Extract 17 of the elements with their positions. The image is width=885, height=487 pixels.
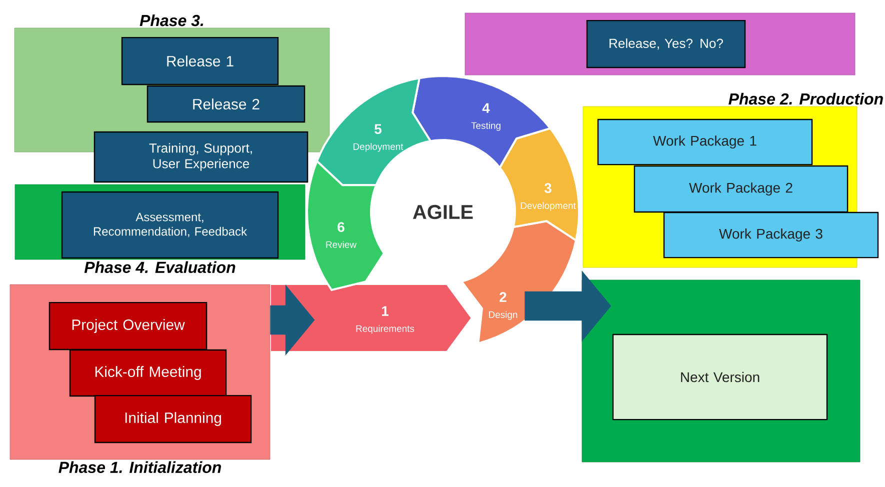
task-box: Project Overview — [48, 302, 208, 350]
task-box: Kick-off Meeting — [69, 349, 227, 397]
work-package-box: Work Package 1 — [597, 118, 813, 166]
node-label: Phase 2. Production — [728, 92, 883, 105]
release-box: Release 2 — [146, 85, 306, 123]
task-box: Assessment, Recommendation, Feedback — [61, 191, 279, 259]
release-box: Release 1 — [121, 36, 279, 86]
node-label: Phase 4. Evaluation — [84, 261, 236, 274]
cycle-center: AGILE — [412, 204, 473, 220]
node-label: Phase 3. — [140, 14, 204, 26]
decision-box: Release, Yes? No? — [586, 20, 746, 68]
task-box: Initial Planning — [94, 394, 252, 444]
node-label: Phase 1. Initialization — [58, 461, 221, 474]
work-package-box: Work Package 2 — [634, 165, 848, 213]
work-package-box: Work Package 3 — [663, 212, 879, 258]
version-box: Next Version — [612, 334, 828, 420]
task-box: Training, Support, User Experience — [94, 131, 308, 183]
